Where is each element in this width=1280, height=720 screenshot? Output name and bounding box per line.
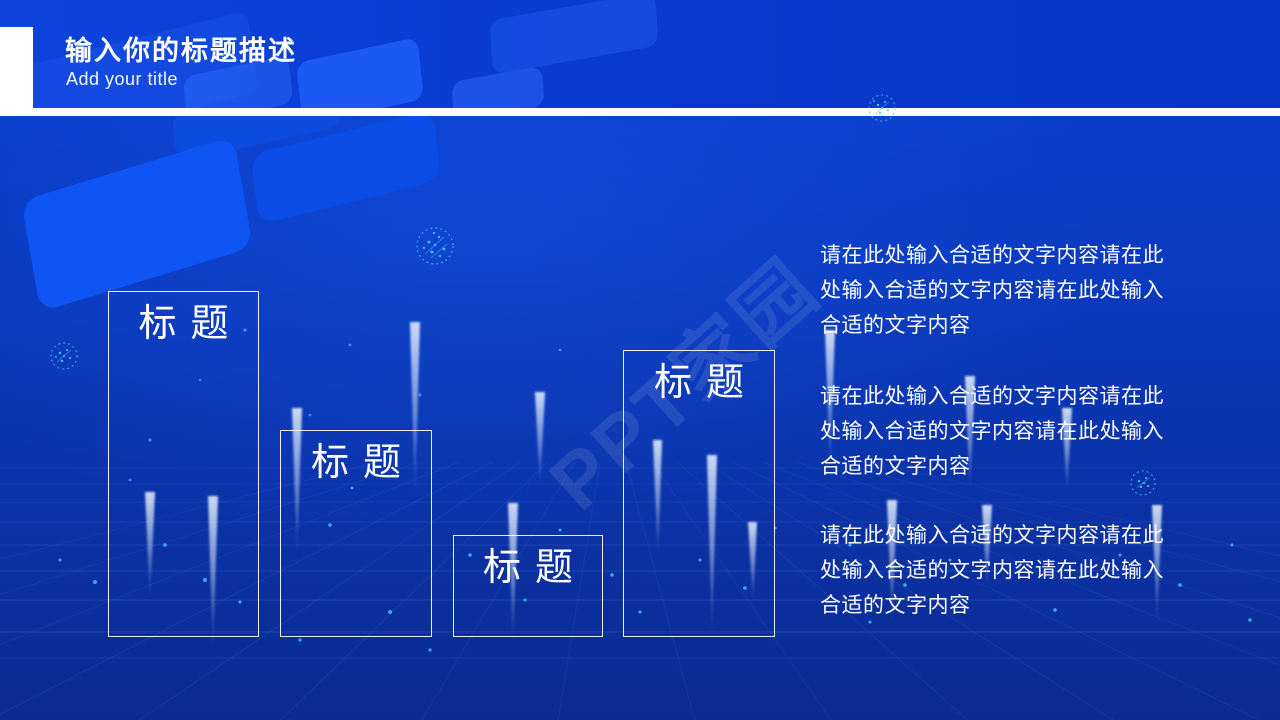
slide-title: 输入你的标题描述 [65, 36, 297, 66]
header-divider [0, 108, 1280, 116]
body-paragraph-1: 请在此处输入合适的文字内容请在此处输入合适的文字内容请在此处输入合适的文字内容 [820, 244, 1164, 337]
title-box-1: 标题 [108, 291, 259, 637]
particle-sphere-icon [1130, 470, 1156, 496]
slide-subtitle: Add your title [66, 69, 179, 89]
header-tile [489, 0, 659, 75]
header-tile [451, 65, 545, 108]
title-box-4: 标题 [623, 350, 775, 637]
particle-sphere-icon [416, 227, 454, 265]
title-box-3: 标题 [453, 535, 603, 637]
header-band [0, 0, 1280, 108]
light-beams [145, 322, 1162, 652]
body-paragraph-3: 请在此处输入合适的文字内容请在此处输入合适的文字内容请在此处输入合适的文字内容 [820, 524, 1164, 617]
header-accent-block [0, 27, 33, 108]
body-paragraph-2: 请在此处输入合适的文字内容请在此处输入合适的文字内容请在此处输入合适的文字内容 [820, 385, 1164, 478]
title-box-2: 标题 [280, 430, 432, 637]
title-box-label: 标题 [482, 547, 587, 589]
title-box-label: 标题 [310, 442, 415, 484]
particle-sphere-icon [50, 342, 78, 370]
title-box-label: 标题 [653, 362, 758, 404]
title-box-label: 标题 [138, 303, 243, 345]
header-tile [296, 37, 424, 108]
